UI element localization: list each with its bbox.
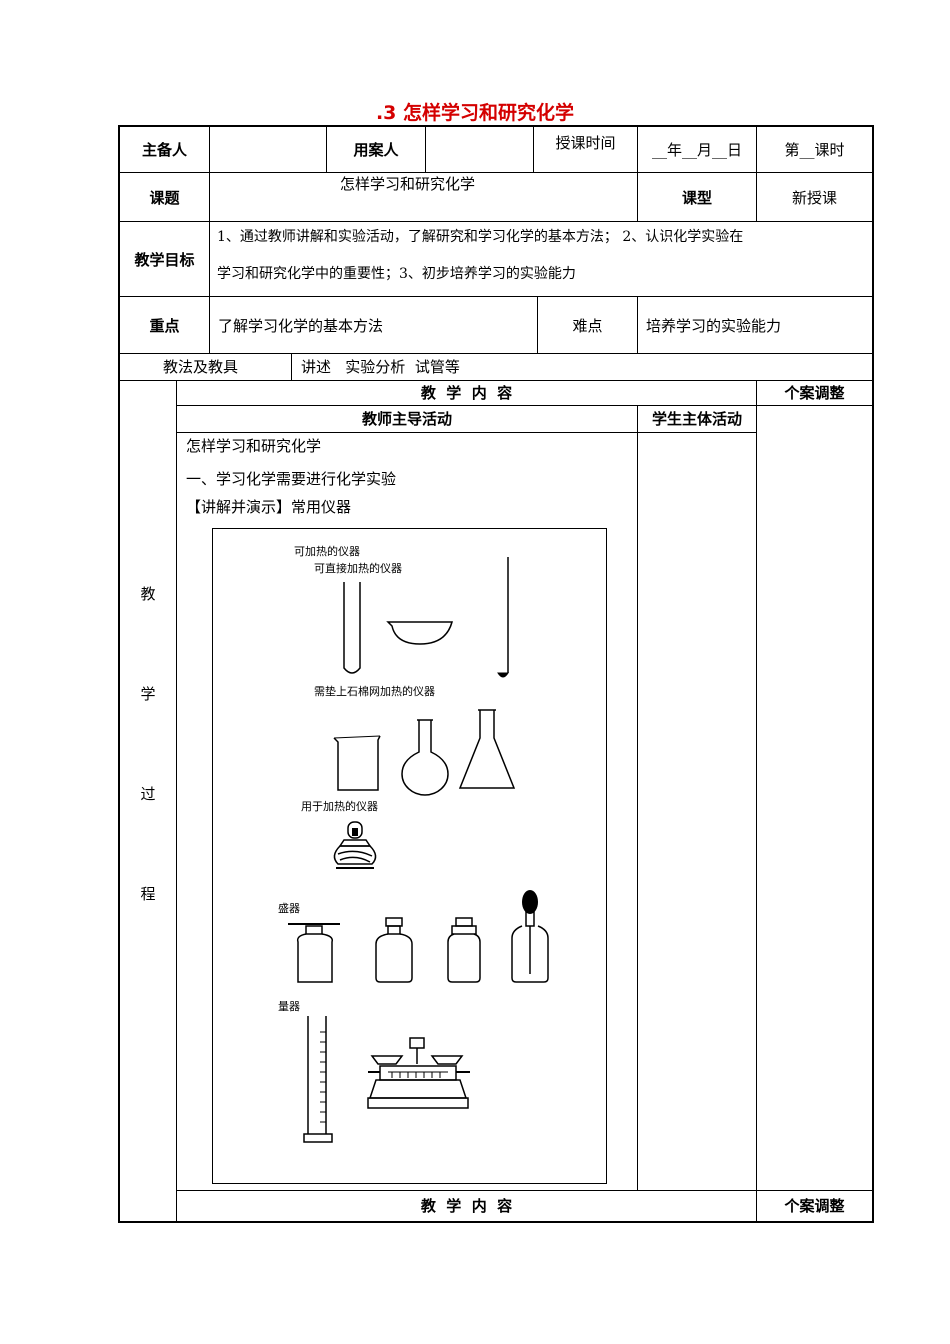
evaporating-dish-icon (386, 621, 453, 645)
balance-scale-icon (367, 1037, 470, 1109)
process-char-3: 过 (140, 785, 156, 803)
fig-label-containers: 盛器 (278, 902, 300, 915)
reagent-bottle-icon (375, 917, 413, 983)
footer-adjust-header: 个案调整 (784, 1197, 845, 1215)
process-char-2: 学 (140, 685, 156, 703)
type-label: 课型 (681, 189, 712, 207)
fig-label-direct-heat: 可直接加热的仪器 (314, 562, 402, 575)
fig-label-gauze-heat: 需垫上石棉网加热的仪器 (314, 685, 435, 698)
adjust-header: 个案调整 (784, 384, 845, 402)
graduated-cylinder-icon (303, 1016, 333, 1143)
beaker-icon (333, 735, 381, 791)
topic-value: 怎样学习和研究化学 (340, 175, 476, 193)
fig-label-measuring: 量器 (278, 1000, 300, 1013)
difficulty-value: 培养学习的实验能力 (646, 317, 782, 335)
goals-line-2: 学习和研究化学中的重要性；3、初步培养学习的实验能力 (217, 266, 576, 282)
content-header: 教 学 内 容 (420, 384, 513, 402)
lesson-line-3: 【讲解并演示】常用仪器 (186, 498, 352, 516)
date-field: __年__月__日 (651, 141, 742, 159)
combustion-spoon-icon (497, 557, 509, 678)
goals-label: 教学目标 (134, 251, 195, 269)
teacher-activity-header: 教师主导活动 (361, 410, 452, 428)
user-label: 用案人 (353, 141, 399, 159)
apparatus-figure (212, 528, 607, 1184)
fig-label-for-heating: 用于加热的仪器 (301, 800, 378, 813)
type-value: 新授课 (791, 189, 837, 207)
student-activity-header: 学生主体活动 (651, 410, 742, 428)
methods-label: 教法及教具 (163, 358, 239, 376)
goals-line-1: 1、通过教师讲解和实验活动，了解研究和学习化学的基本方法； 2、认识化学实验在 (217, 229, 744, 245)
time-label: 授课时间 (555, 134, 616, 152)
test-tube-icon (343, 582, 361, 674)
round-flask-icon (401, 719, 449, 796)
process-char-1: 教 (140, 585, 156, 603)
difficulty-label: 难点 (572, 317, 603, 335)
narrow-bottle-icon (447, 917, 481, 983)
footer-content-header: 教 学 内 容 (420, 1197, 513, 1215)
prep-label: 主备人 (141, 141, 187, 159)
methods-value: 讲述 实验分析 试管等 (301, 358, 460, 376)
lesson-line-2: 一、学习化学需要进行化学实验 (186, 470, 397, 488)
document-title: .3 怎样学习和研究化学 (375, 102, 575, 124)
gas-jar-icon (288, 923, 340, 983)
fig-label-heatable: 可加热的仪器 (294, 545, 360, 558)
dropper-bottle-icon (511, 890, 549, 983)
alcohol-lamp-icon (333, 821, 377, 869)
lesson-line-1: 怎样学习和研究化学 (186, 437, 322, 455)
process-char-4: 程 (140, 885, 156, 903)
conical-flask-icon (458, 709, 516, 789)
topic-label: 课题 (149, 189, 180, 207)
key-point-label: 重点 (149, 317, 180, 335)
period-field: 第__课时 (784, 141, 845, 159)
key-point-value: 了解学习化学的基本方法 (218, 317, 384, 335)
